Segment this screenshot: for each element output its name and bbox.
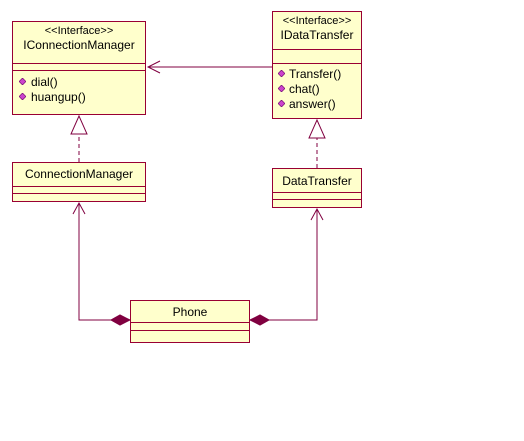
operation-compartment: [131, 331, 249, 342]
operation-answer: answer(): [273, 97, 361, 112]
operation-compartment: [273, 200, 361, 207]
attribute-compartment: [13, 187, 145, 194]
navigation-arrowhead-connectionmanager: [72, 201, 86, 215]
attribute-compartment: [13, 64, 145, 71]
class-datatransfer[interactable]: DataTransfer: [272, 168, 362, 208]
composition-diamond-left: [109, 314, 132, 326]
realization-triangle-idatatransfer: [308, 118, 326, 139]
class-header: <<Interface>> IDataTransfer: [273, 12, 361, 50]
stereotype-label: <<Interface>>: [44, 25, 114, 37]
class-name: ConnectionManager: [24, 167, 134, 181]
class-name: Phone: [172, 305, 208, 319]
navigation-arrowhead-datatransfer: [310, 207, 324, 221]
attribute-compartment: [131, 323, 249, 331]
operation-label: dial(): [31, 75, 58, 89]
class-header: <<Interface>> IConnectionManager: [13, 22, 145, 64]
public-operation-icon: [19, 93, 26, 100]
class-name: DataTransfer: [282, 174, 352, 188]
operation-label: chat(): [289, 82, 320, 96]
operation-huangup: huangup(): [13, 90, 145, 105]
operation-chat: chat(): [273, 82, 361, 97]
class-idatatransfer[interactable]: <<Interface>> IDataTransfer Transfer() c…: [272, 11, 362, 119]
class-name: IConnectionManager: [23, 38, 135, 52]
public-operation-icon: [19, 78, 26, 85]
operation-transfer: Transfer(): [273, 67, 361, 82]
class-header: ConnectionManager: [13, 163, 145, 187]
attribute-compartment: [273, 50, 361, 64]
composition-line-datatransfer: [269, 209, 318, 321]
class-header: DataTransfer: [273, 169, 361, 193]
class-header: Phone: [131, 301, 249, 323]
operation-compartment: dial() huangup(): [13, 71, 145, 105]
stereotype-label: <<Interface>>: [282, 15, 352, 27]
class-iconnectionmanager[interactable]: <<Interface>> IConnectionManager dial() …: [12, 21, 146, 115]
public-operation-icon: [278, 100, 285, 107]
operation-compartment: Transfer() chat() answer(): [273, 64, 361, 112]
operation-label: Transfer(): [289, 67, 342, 81]
operation-compartment: [13, 194, 145, 201]
attribute-compartment: [273, 193, 361, 200]
operation-dial: dial(): [13, 75, 145, 90]
public-operation-icon: [278, 70, 285, 77]
class-connectionmanager[interactable]: ConnectionManager: [12, 162, 146, 202]
public-operation-icon: [278, 85, 285, 92]
realization-triangle-iconnectionmanager: [70, 114, 88, 135]
class-phone[interactable]: Phone: [130, 300, 250, 343]
operation-label: huangup(): [31, 90, 86, 104]
composition-line-connectionmanager: [78, 203, 111, 321]
composition-diamond-right: [248, 314, 271, 326]
dependency-arrowhead: [146, 60, 161, 74]
operation-label: answer(): [289, 97, 336, 111]
class-name: IDataTransfer: [280, 28, 354, 42]
